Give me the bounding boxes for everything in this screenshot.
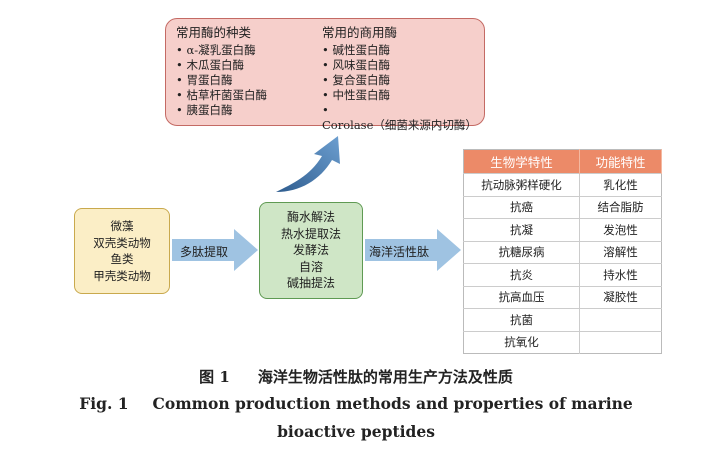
enzyme-type-item: 枯草杆菌蛋白酶	[176, 88, 267, 103]
commercial-enzyme-item: 碱性蛋白酶	[322, 43, 484, 58]
enzyme-box: 常用酶的种类 α-凝乳蛋白酶 木瓜蛋白酶 胃蛋白酶 枯草杆菌蛋白酶 胰蛋白酶 常…	[165, 18, 485, 132]
table-row: 抗菌	[463, 308, 662, 331]
enzyme-types-column: 常用酶的种类 α-凝乳蛋白酶 木瓜蛋白酶 胃蛋白酶 枯草杆菌蛋白酶 胰蛋白酶	[176, 25, 267, 118]
extraction-arrow-label: 多肽提取	[180, 245, 229, 259]
figure-title-english-line1: Common production methods and properties…	[152, 394, 633, 413]
enzyme-type-item: 木瓜蛋白酶	[176, 58, 267, 73]
properties-table: 生物学特性 功能特性 抗动脉粥样硬化 乳化性 抗癌 结合脂肪 抗凝 发泡性 抗糖…	[463, 149, 662, 354]
table-row: 抗动脉粥样硬化 乳化性	[463, 173, 662, 196]
peptide-arrow-label: 海洋活性肽	[369, 245, 430, 259]
source-item: 鱼类	[110, 252, 134, 266]
figure-title-english-line2: bioactive peptides	[277, 422, 435, 441]
figure-label-english: Fig. 1	[79, 394, 129, 413]
table-cell: 结合脂肪	[579, 195, 662, 219]
commercial-enzymes-heading: 常用的商用酶	[322, 25, 398, 40]
enzyme-type-item: 胃蛋白酶	[176, 73, 267, 88]
method-item: 酶水解法	[286, 210, 335, 225]
commercial-enzyme-item: 风味蛋白酶	[322, 58, 484, 73]
enzyme-type-item: 胰蛋白酶	[176, 103, 267, 118]
biological-properties-header: 生物学特性	[463, 149, 580, 174]
table-row: 抗糖尿病 溶解性	[463, 240, 662, 264]
commercial-enzyme-item: 中性蛋白酶	[322, 88, 484, 103]
table-header-row: 生物学特性 功能特性	[463, 149, 662, 174]
figure-caption-chinese: 图 1 海洋生物活性肽的常用生产方法及性质	[0, 366, 712, 387]
table-row: 抗氧化	[463, 330, 662, 354]
functional-properties-header: 功能特性	[579, 149, 662, 174]
curved-arrow-icon	[276, 136, 340, 192]
table-cell	[579, 308, 662, 331]
table-row: 抗癌 结合脂肪	[463, 195, 662, 219]
commercial-enzymes-column: 常用的商用酶 碱性蛋白酶 风味蛋白酶 复合蛋白酶 中性蛋白酶 Corolase（…	[322, 25, 484, 133]
source-item: 微藻	[110, 219, 134, 233]
table-cell: 抗癌	[463, 195, 580, 219]
table-cell: 抗凝	[463, 218, 580, 241]
enzyme-type-item: α-凝乳蛋白酶	[176, 43, 267, 58]
table-cell: 抗菌	[463, 308, 580, 331]
table-row: 抗高血压 凝胶性	[463, 285, 662, 309]
table-cell: 抗炎	[463, 263, 580, 286]
commercial-enzyme-item: Corolase（细菌来源内切酶）	[322, 103, 484, 133]
table-cell: 持水性	[579, 263, 662, 286]
table-cell: 乳化性	[579, 173, 662, 196]
table-row: 抗凝 发泡性	[463, 218, 662, 241]
method-item: 自溶	[298, 259, 323, 274]
table-cell: 抗动脉粥样硬化	[463, 173, 580, 196]
table-cell	[579, 330, 662, 354]
table-cell: 溶解性	[579, 240, 662, 264]
table-row: 抗炎 持水性	[463, 263, 662, 286]
table-cell: 抗高血压	[463, 285, 580, 309]
production-methods-box: 酶水解法 热水提取法 发酵法 自溶 碱抽提法	[259, 202, 363, 299]
method-item: 热水提取法	[280, 226, 341, 241]
right-arrow-icon	[365, 229, 461, 271]
right-arrow-icon	[172, 229, 258, 271]
source-item: 甲壳类动物	[93, 268, 151, 283]
marine-sources-box: 微藻 双壳类动物 鱼类 甲壳类动物	[74, 208, 170, 294]
method-item: 发酵法	[292, 243, 329, 258]
enzyme-types-heading: 常用酶的种类	[176, 25, 252, 40]
figure-title-chinese: 海洋生物活性肽的常用生产方法及性质	[257, 368, 513, 386]
figure-label-chinese: 图 1	[199, 368, 230, 386]
commercial-enzyme-item: 复合蛋白酶	[322, 73, 484, 88]
table-cell: 发泡性	[579, 218, 662, 241]
table-cell: 凝胶性	[579, 285, 662, 309]
source-item: 双壳类动物	[93, 235, 151, 250]
table-cell: 抗氧化	[463, 330, 580, 354]
method-item: 碱抽提法	[286, 276, 335, 291]
figure-caption-english: Fig. 1 Common production methods and prop…	[0, 394, 712, 413]
table-cell: 抗糖尿病	[463, 240, 580, 264]
